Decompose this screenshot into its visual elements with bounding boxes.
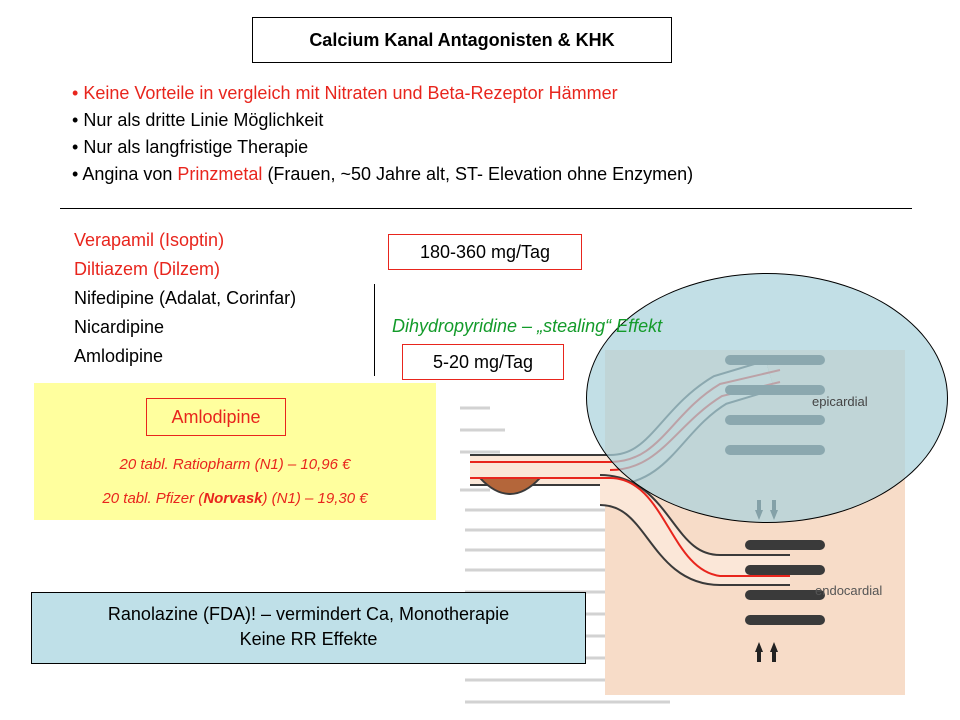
drug-item: Nifedipine (Adalat, Corinfar): [74, 288, 297, 308]
epicardial-overlay: epicardial: [812, 394, 868, 409]
endocardial-label: endocardial: [815, 583, 882, 598]
dose-low-text: 5-20 mg/Tag: [432, 351, 534, 372]
bullet-text: Angina von: [82, 164, 178, 184]
bullet-item: • Nur als dritte Linie Möglichkeit: [72, 107, 932, 134]
bullet-list: • Keine Vorteile in vergleich mit Nitrat…: [72, 80, 932, 188]
slide-title: Calcium Kanal Antagonisten & KHK: [309, 29, 615, 50]
highlight-circle: [586, 273, 948, 523]
bullet-marker: •: [72, 110, 79, 130]
price-ratiopharm: 20 tabl. Ratiopharm (N1) – 10,96 €: [119, 456, 351, 473]
prinzmetal-highlight: Prinzmetal: [177, 164, 263, 184]
dhp-stealing-note: Dihydropyridine – „stealing“ Effekt: [392, 316, 663, 336]
bullet-item: • Nur als langfristige Therapie: [72, 134, 932, 161]
amlodipine-label-box: Amlodipine: [146, 398, 286, 436]
bullet-text: (Frauen, ~50 Jahre alt, ST- Elevation oh…: [262, 164, 694, 184]
bullet-text: Nur als dritte Linie Möglichkeit: [83, 110, 324, 130]
drug-item: Diltiazem (Dilzem): [74, 259, 221, 279]
bullet-marker: •: [72, 83, 79, 103]
bullet-marker: •: [72, 137, 79, 157]
ranolazine-line1: Ranolazine (FDA)! – vermindert Ca, Monot…: [107, 604, 510, 624]
bracket-line: [374, 284, 375, 376]
epicardial-label: epicardial: [812, 394, 868, 409]
ranolazine-line2: Keine RR Effekte: [239, 629, 378, 649]
bullet-marker: •: [72, 164, 79, 184]
capillaries-lower: [745, 540, 825, 625]
price-pfizer-pre: 20 tabl. Pfizer (: [102, 490, 204, 507]
amlodipine-label: Amlodipine: [171, 406, 261, 427]
divider: [60, 208, 912, 209]
drug-item: Nicardipine: [74, 317, 165, 337]
drug-list: Verapamil (Isoptin) Diltiazem (Dilzem) N…: [74, 226, 296, 371]
slide-title-box: Calcium Kanal Antagonisten & KHK: [252, 17, 672, 63]
drug-item: Amlodipine: [74, 346, 164, 366]
ranolazine-box: Ranolazine (FDA)! – vermindert Ca, Monot…: [31, 592, 586, 664]
price-pfizer: 20 tabl. Pfizer (Norvask) (N1) – 19,30 €: [0, 490, 470, 507]
price-pfizer-post: ) (N1) – 19,30 €: [262, 490, 368, 507]
dose-high-text: 180-360 mg/Tag: [419, 241, 551, 262]
drug-item: Verapamil (Isoptin): [74, 230, 225, 250]
vessel-lower-fill: [598, 476, 790, 584]
bullet-item: • Angina von Prinzmetal (Frauen, ~50 Jah…: [72, 161, 932, 188]
bullet-item: • Keine Vorteile in vergleich mit Nitrat…: [72, 80, 932, 107]
bullet-text: Nur als langfristige Therapie: [83, 137, 309, 157]
bullet-text: Keine Vorteile in vergleich mit Nitraten…: [83, 83, 618, 103]
dose-low-box: 5-20 mg/Tag: [402, 344, 564, 380]
dose-high-box: 180-360 mg/Tag: [388, 234, 582, 270]
norvask-brand: Norvask: [203, 490, 263, 507]
